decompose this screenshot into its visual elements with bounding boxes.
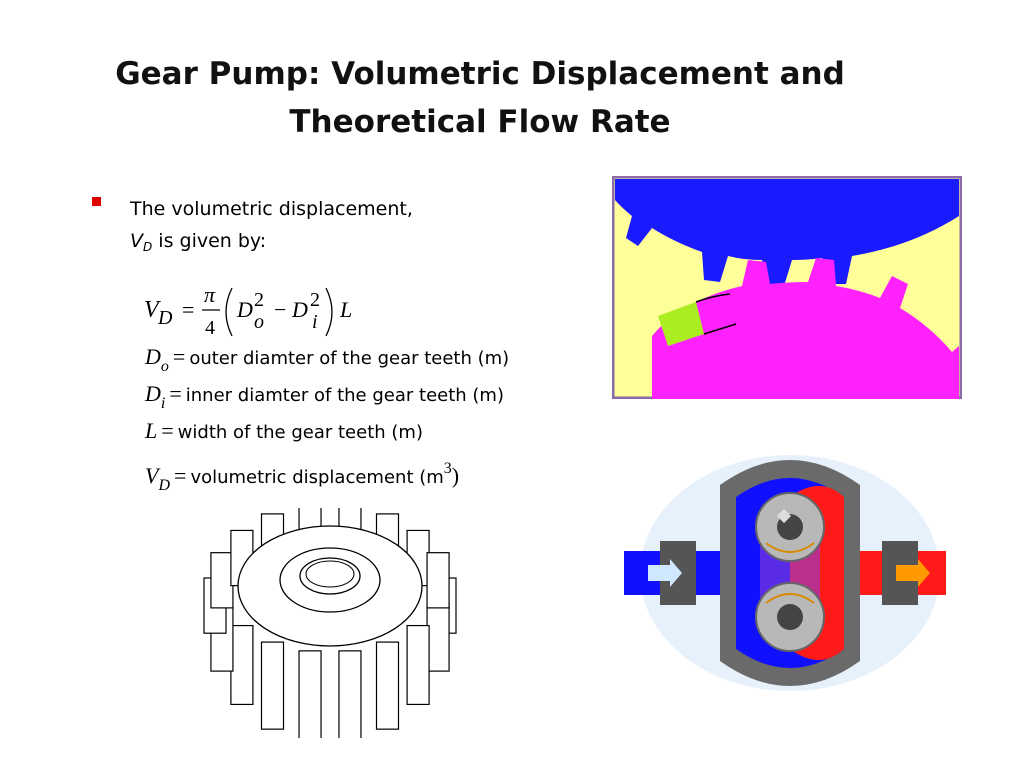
slide-title: Gear Pump: Volumetric Displacement and T… xyxy=(100,50,860,146)
outlet-arrow-icon xyxy=(896,559,930,587)
square-bullet-icon xyxy=(92,197,101,206)
definition-outer-diameter: Do=outer diamter of the gear teeth (m) xyxy=(145,344,510,375)
formula-d2: D xyxy=(291,297,308,322)
definition-inner-diameter: Di=inner diamter of the gear teeth (m) xyxy=(145,381,504,412)
formula-lhs: V xyxy=(144,297,161,323)
def-subscript: i xyxy=(160,395,166,412)
formula-minus: − xyxy=(274,297,286,322)
def-symbol: D xyxy=(145,381,161,406)
bullet-line-2-rest: is given by: xyxy=(152,230,267,252)
title-line-1: Gear Pump: Volumetric Displacement and xyxy=(115,56,845,92)
gear-tooth xyxy=(426,552,450,609)
gear-teeth xyxy=(203,508,457,738)
def-superscript: 3 xyxy=(443,460,452,477)
upper-pump-gear-icon xyxy=(755,492,825,562)
gear-tooth xyxy=(298,650,322,738)
gear-mesh-diagram xyxy=(612,176,962,399)
definition-width: L=width of the gear teeth (m) xyxy=(145,418,423,443)
def-text: outer diamter of the gear teeth (m) xyxy=(189,348,510,369)
def-symbol: D xyxy=(145,344,161,369)
formula-lhs-sub: D xyxy=(157,307,173,329)
formula-d2-sub: i xyxy=(312,311,318,333)
def-text: volumetric displacement (m xyxy=(190,467,444,488)
formula-d1: D xyxy=(236,297,253,322)
formula-d2-sup: 2 xyxy=(310,289,320,311)
displacement-formula: V D = π 4 D 2 o − D 2 i L xyxy=(144,282,352,339)
lower-gear-icon xyxy=(652,258,959,399)
upper-gear-icon xyxy=(615,179,959,286)
bullet-text: The volumetric displacement, VD is given… xyxy=(130,193,413,263)
formula-d1-sup: 2 xyxy=(254,289,264,311)
def-subscript: o xyxy=(160,358,169,375)
gear-tooth xyxy=(260,641,285,730)
inlet-arrow-icon xyxy=(648,559,682,587)
title-line-2: Theoretical Flow Rate xyxy=(289,104,671,140)
formula-denominator: 4 xyxy=(205,317,215,339)
gear-tooth xyxy=(230,624,254,706)
volume-patch xyxy=(658,302,704,346)
formula-tail: L xyxy=(339,297,352,322)
gear-pump-diagram xyxy=(624,455,946,691)
def-symbol: V xyxy=(145,463,159,488)
bullet-line-2: VD is given by: xyxy=(130,225,413,263)
formula-equals: = xyxy=(182,297,194,322)
def-close-paren: ) xyxy=(451,463,460,488)
def-text: inner diamter of the gear teeth (m) xyxy=(185,385,504,406)
formula-numerator: π xyxy=(204,282,216,307)
gear-tooth xyxy=(406,624,430,706)
gear-tooth xyxy=(210,552,234,609)
def-symbol: L xyxy=(145,418,158,443)
def-text: width of the gear teeth (m) xyxy=(177,422,423,443)
definition-volumetric-displacement: VD=volumetric displacement (m3) xyxy=(145,460,460,494)
spur-gear-icon xyxy=(203,508,457,738)
lower-pump-gear-icon xyxy=(755,582,825,652)
v-symbol: V xyxy=(130,230,143,252)
def-subscript: D xyxy=(158,477,171,494)
gear-tooth xyxy=(375,641,400,730)
gear-tooth xyxy=(426,602,450,672)
bullet-line-1: The volumetric displacement, xyxy=(130,198,413,220)
v-subscript: D xyxy=(143,240,153,254)
formula-d1-sub: o xyxy=(254,311,264,333)
gear-tooth xyxy=(338,650,362,738)
